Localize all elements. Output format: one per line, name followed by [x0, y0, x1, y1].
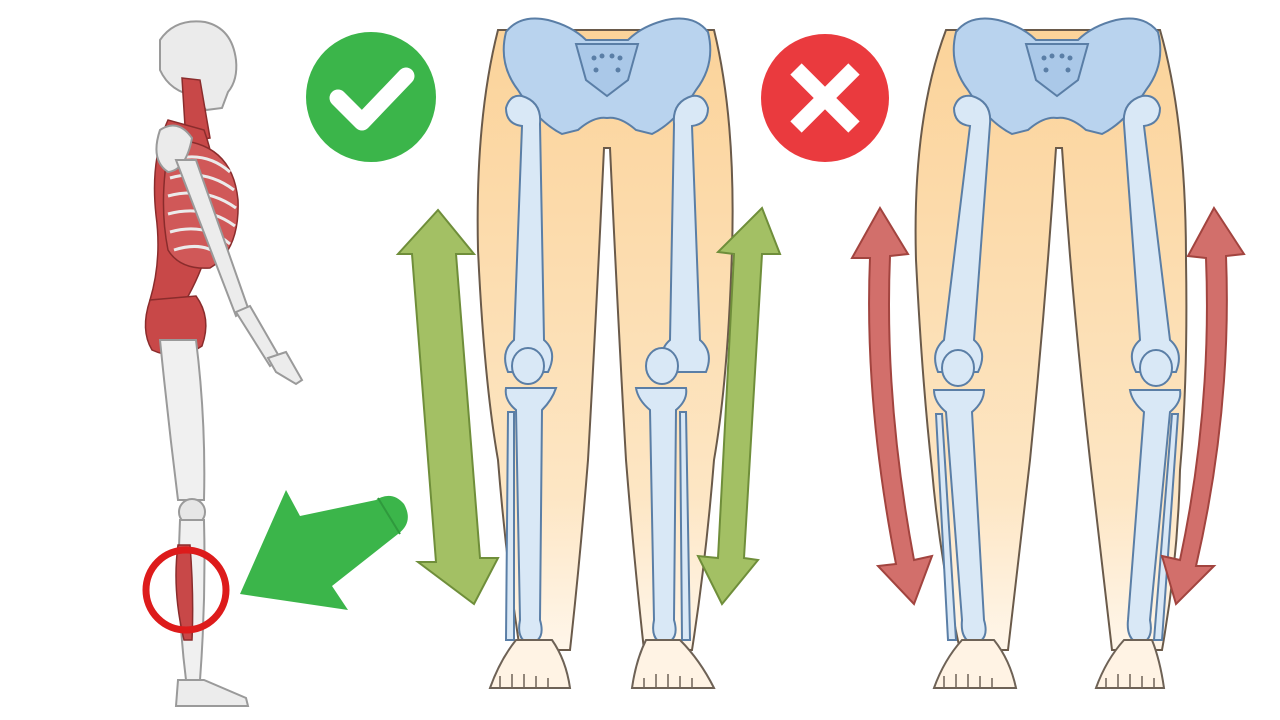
straight-right-foot	[630, 639, 716, 689]
sacrum-dots	[591, 53, 623, 73]
bowed-left-fibula	[934, 413, 958, 641]
bowed-left-foot	[932, 639, 1018, 689]
calf-muscle	[175, 544, 194, 641]
bowed-left-patella	[941, 349, 975, 387]
straight-arrow-right	[696, 206, 782, 606]
straight-left-foot	[488, 639, 572, 689]
cross-badge	[761, 34, 889, 162]
check-badge	[306, 32, 436, 162]
bowed-right-foot	[1094, 639, 1166, 689]
straight-left-fibula	[504, 411, 515, 641]
straight-right-fibula	[678, 411, 692, 641]
arrow-pointer-icon	[240, 490, 408, 610]
bowed-right-femur	[1122, 94, 1180, 373]
straight-left-patella	[511, 347, 545, 385]
bowed-left-femur	[934, 94, 992, 373]
straight-legs-figure	[476, 17, 734, 689]
straight-arrow-left	[395, 208, 500, 606]
bowed-arrow-right	[1160, 206, 1246, 606]
straight-right-patella	[645, 347, 679, 385]
side-skeleton-figure	[144, 20, 304, 707]
check-icon	[329, 67, 415, 131]
cross-icon	[790, 63, 860, 133]
bowed-right-patella	[1139, 349, 1173, 387]
straight-left-femur	[504, 94, 554, 373]
bowed-legs-figure	[914, 17, 1188, 689]
thigh	[158, 339, 206, 501]
side-foot	[174, 679, 250, 707]
highlight-ring	[142, 546, 230, 634]
bowed-arrow-left	[850, 206, 934, 606]
hand	[266, 350, 304, 386]
skull	[159, 20, 238, 112]
bowed-right-fibula	[1152, 413, 1180, 641]
straight-right-femur	[660, 94, 710, 373]
